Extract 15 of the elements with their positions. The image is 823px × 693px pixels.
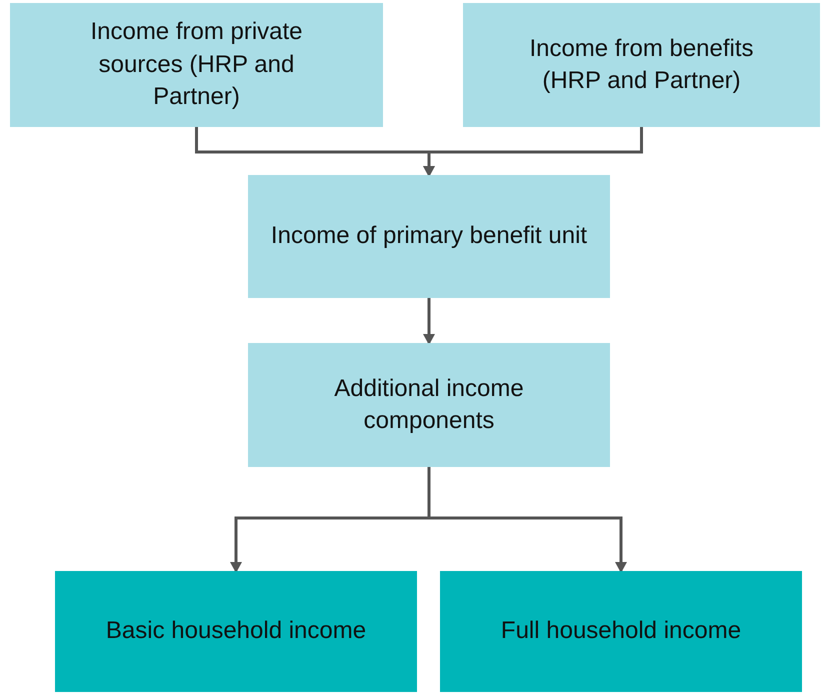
box-label: Income of primary benefit unit: [270, 221, 588, 252]
process-box: [55, 571, 417, 692]
process-box: [10, 3, 383, 127]
box-label: Full household income: [500, 616, 742, 646]
box-label: Additional income components: [333, 374, 525, 436]
box-label: Income from benefits (HRP and Partner): [528, 34, 755, 96]
process-box: [440, 571, 802, 692]
process-box: [248, 175, 610, 298]
box-label: Income from private sources (HRP and Partner): [89, 17, 304, 112]
box-label: Basic household income: [106, 616, 366, 646]
arrow: [428, 467, 627, 573]
process-box: [463, 3, 820, 127]
arrow: [423, 127, 643, 177]
arrow: [423, 298, 435, 345]
process-box: [248, 343, 610, 467]
